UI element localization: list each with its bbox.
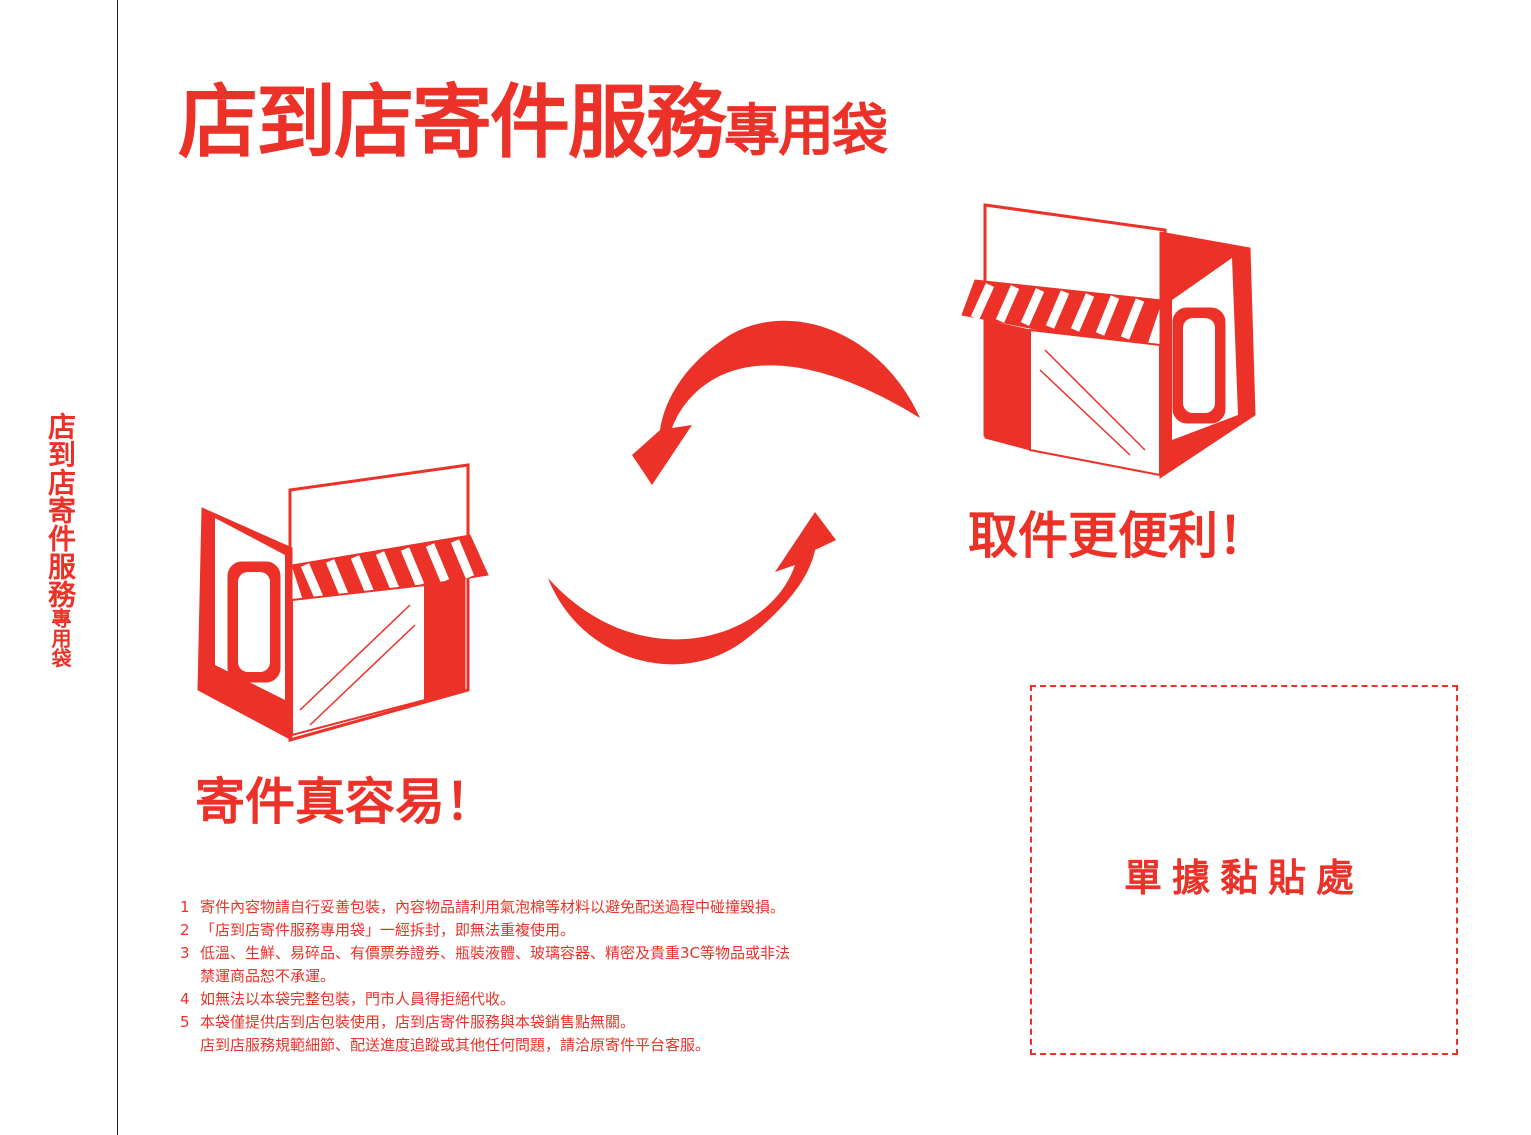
- note-number: 2: [180, 921, 190, 939]
- note-text-cont: 店到店服務規範細節、配送進度追蹤或其他任何問題，請洽原寄件平台客服。: [200, 1036, 711, 1054]
- store-right-icon: [961, 203, 1256, 479]
- notes-list: 1 寄件內容物請自行妥善包裝，內容物品請利用氣泡棉等材料以避免配送過程中碰撞毀損。…: [180, 896, 790, 1057]
- note-text: 如無法以本袋完整包裝，門市人員得拒絕代收。: [200, 990, 516, 1008]
- note-item: 1 寄件內容物請自行妥善包裝，內容物品請利用氣泡棉等材料以避免配送過程中碰撞毀損。: [180, 896, 790, 919]
- note-text: 寄件內容物請自行妥善包裝，內容物品請利用氣泡棉等材料以避免配送過程中碰撞毀損。: [200, 898, 786, 916]
- note-text-cont: 禁運商品恕不承運。: [200, 967, 336, 985]
- cycle-arrow-bottom-icon: [548, 512, 836, 665]
- note-text: 低溫、生鮮、易碎品、有價票券證券、瓶裝液體、玻璃容器、精密及貴重3C等物品或非法: [200, 944, 791, 962]
- note-item: 4 如無法以本袋完整包裝，門市人員得拒絕代收。: [180, 988, 790, 1011]
- note-text: 「店到店寄件服務專用袋」一經拆封，即無法重複使用。: [200, 921, 576, 939]
- side-title-main: 店到店寄件服務: [44, 412, 77, 608]
- note-item: 5 本袋僅提供店到店包裝使用，店到店寄件服務與本袋銷售點無關。店到店服務規範細節、…: [180, 1011, 790, 1057]
- note-item: 2 「店到店寄件服務專用袋」一經拆封，即無法重複使用。: [180, 919, 790, 942]
- page-title: 店到店寄件服務專用袋: [178, 58, 888, 174]
- label-paste-text: 單據黏貼處: [1123, 856, 1364, 900]
- store-left-icon: [197, 463, 489, 742]
- side-title-small: 專用袋: [48, 608, 72, 668]
- note-number: 1: [180, 898, 190, 916]
- note-number: 4: [180, 990, 190, 1008]
- cycle-arrow-top-icon: [632, 320, 920, 485]
- side-title: 店到店寄件服務專用袋: [40, 412, 80, 668]
- label-paste-area: 單據黏貼處: [1030, 685, 1458, 1055]
- note-item: 3 低溫、生鮮、易碎品、有價票券證券、瓶裝液體、玻璃容器、精密及貴重3C等物品或非…: [180, 942, 790, 988]
- title-main: 店到店寄件服務: [178, 76, 726, 169]
- note-number: 5: [180, 1013, 190, 1031]
- fold-line: [117, 0, 118, 1135]
- note-text: 本袋僅提供店到店包裝使用，店到店寄件服務與本袋銷售點無關。: [200, 1013, 636, 1031]
- slogan-pickup: 取件更便利！: [968, 507, 1268, 565]
- title-sub: 專用袋: [724, 99, 888, 164]
- slogan-send: 寄件真容易！: [195, 773, 495, 831]
- note-number: 3: [180, 944, 190, 962]
